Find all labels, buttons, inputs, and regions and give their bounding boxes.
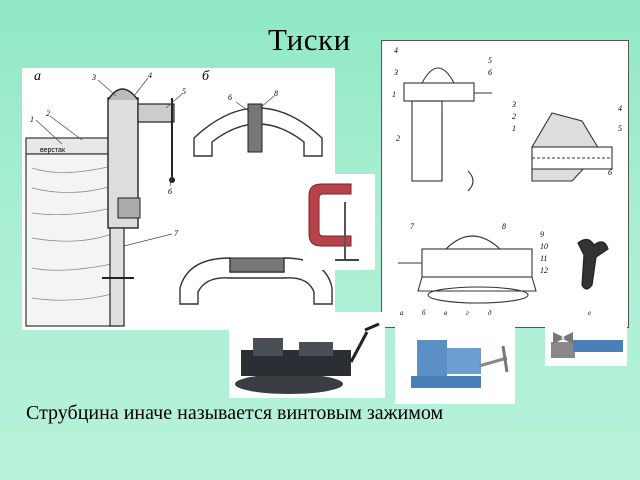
r-callout-top-4: 5 <box>488 56 492 65</box>
c-clamp-photo <box>303 174 375 270</box>
vise-diagram-a <box>403 67 492 192</box>
r-sub-1: б <box>422 309 426 317</box>
jaw-insert-top <box>247 103 263 153</box>
callout-3: 3 <box>91 73 96 82</box>
blue-vise-handle <box>501 345 509 373</box>
r-callout-top-3: 2 <box>396 134 400 143</box>
machine-vise-photo <box>229 312 385 398</box>
r-callout-bot-0: 7 <box>410 222 415 231</box>
callout-b2: 8 <box>274 89 278 98</box>
callout-1: 1 <box>30 115 34 124</box>
blue-vise-jaw-moving <box>447 348 481 374</box>
c-clamp-frame <box>308 183 352 247</box>
r-callout-top-5: 6 <box>488 68 492 77</box>
r-callout-mid-2: 1 <box>512 124 516 133</box>
r-sub-2: в <box>444 309 447 317</box>
leader-lines <box>35 77 183 247</box>
callout-b1: 6 <box>228 93 232 102</box>
blue-vise-jaw-fixed <box>417 340 447 376</box>
hand-vise-photo <box>545 322 627 366</box>
r-sub-4: д <box>488 309 492 317</box>
callout-7: 7 <box>174 229 179 238</box>
blue-bench-vise-photo <box>395 320 515 404</box>
r-sub-0: а <box>400 309 404 317</box>
r-callout-bot-3: 10 <box>540 242 548 251</box>
r-callout-mid-4: 5 <box>618 124 622 133</box>
vise-screw-housing <box>137 103 175 123</box>
machine-vise-jaw-moving <box>299 342 333 356</box>
machine-vise-base <box>235 374 343 394</box>
bench-text: верстак <box>40 147 66 154</box>
callout-5: 5 <box>182 87 186 96</box>
slide-caption: Струбцина иначе называется винтовым зажи… <box>26 402 444 424</box>
r-callout-top-0: 4 <box>394 46 398 55</box>
vise-handle-knob <box>169 177 175 183</box>
slide-title: Тиски <box>268 22 351 57</box>
blue-vise-base <box>411 376 481 388</box>
blue-vise-screw <box>478 356 508 368</box>
vise-diagrams-svg: 4 3 1 2 5 6 3 2 1 4 5 6 7 8 9 10 11 12 <box>392 46 622 317</box>
jaw-detail-top <box>193 107 323 157</box>
label-b: б <box>202 69 210 84</box>
machine-vise-crank <box>349 331 369 363</box>
blue-vise-svg <box>411 340 509 388</box>
r-sub-5: е <box>588 309 591 317</box>
callout-2: 2 <box>46 109 50 118</box>
c-clamp-svg <box>308 183 359 261</box>
hand-vise-jaw <box>551 342 575 358</box>
r-callout-bot-1: 8 <box>502 222 506 231</box>
r-callout-bot-5: 12 <box>540 266 548 275</box>
bench-vise-drawing: а б верстак 1 2 3 4 5 6 7 6 8 <box>22 68 335 330</box>
r-callout-bot-2: 9 <box>540 230 544 239</box>
r-callout-top-2: 1 <box>392 90 396 99</box>
callout-6: 6 <box>168 187 172 196</box>
r-callout-mid-1: 2 <box>512 112 516 121</box>
vise-jaw-top <box>107 88 139 101</box>
vise-mount <box>117 197 141 219</box>
r-sub-3: г <box>466 309 469 317</box>
hand-vise-diagram <box>577 238 609 290</box>
vise-diagram-b <box>531 112 613 182</box>
jaw-insert-bottom <box>229 257 285 273</box>
r-callout-bot-4: 11 <box>540 254 547 263</box>
r-callout-mid-3: 4 <box>618 104 622 113</box>
bench-vise-svg: а б верстак 1 2 3 4 5 6 7 6 8 <box>25 69 333 327</box>
machine-vise-svg <box>235 322 380 394</box>
hand-vise-wingnut <box>553 332 573 344</box>
workbench-body <box>25 153 119 327</box>
jaw-detail-bottom <box>179 257 333 305</box>
machine-vise-jaw-fixed <box>253 338 283 356</box>
label-a: а <box>34 69 41 84</box>
vise-diagrams: 4 3 1 2 5 6 3 2 1 4 5 6 7 8 9 10 11 12 <box>381 40 629 328</box>
vise-diagram-c <box>398 235 537 304</box>
wood-grain <box>31 165 113 301</box>
hand-vise-body <box>573 340 623 352</box>
callout-4: 4 <box>148 71 152 80</box>
r-callout-mid-5: 6 <box>608 168 612 177</box>
r-callout-top-1: 3 <box>393 68 398 77</box>
r-callout-mid-0: 3 <box>511 100 516 109</box>
hand-vise-photo-svg <box>551 332 623 358</box>
